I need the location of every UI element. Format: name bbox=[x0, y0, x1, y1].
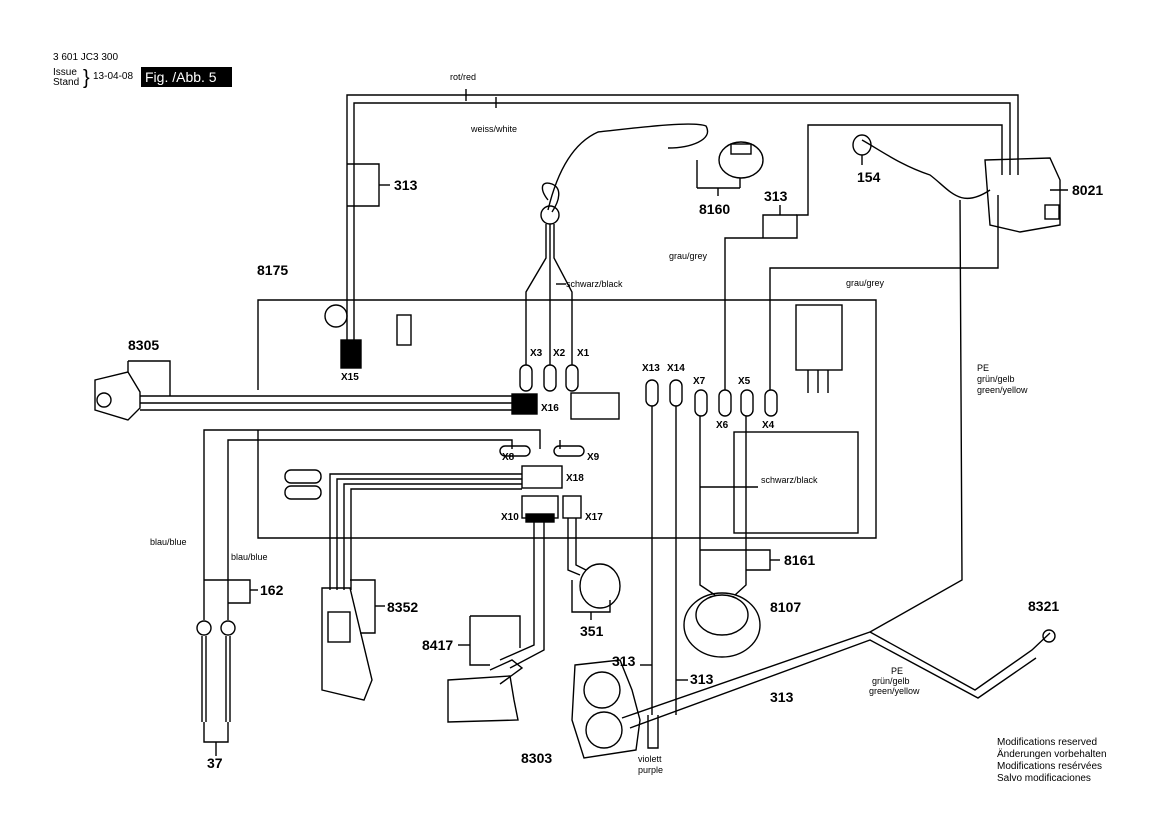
red-wire bbox=[346, 94, 1019, 340]
wire-label-pe: PE bbox=[977, 363, 989, 373]
conn-x16: X16 bbox=[541, 403, 559, 414]
switch-8021 bbox=[984, 157, 1061, 233]
wire-label-blue-1: blau/blue bbox=[150, 537, 187, 547]
note-line: Änderungen vorbehalten bbox=[997, 749, 1107, 760]
part-8352: 8352 bbox=[387, 599, 418, 615]
part-8175: 8175 bbox=[257, 262, 288, 278]
wire-label-green-yellow-2: green/yellow bbox=[869, 686, 920, 696]
wire-label-grey-1: grau/grey bbox=[669, 251, 708, 261]
pe-wire bbox=[869, 199, 963, 633]
part-351: 351 bbox=[580, 623, 604, 639]
part-8160: 8160 bbox=[699, 201, 730, 217]
note-line: Modifications reserved bbox=[997, 737, 1098, 748]
wire-label-grey-2: grau/grey bbox=[846, 278, 885, 288]
control-board-outline bbox=[257, 299, 877, 539]
issue-date: 13-04-08 bbox=[93, 71, 134, 82]
part-313-right: 313 bbox=[764, 188, 788, 204]
conn-x10: X10 bbox=[501, 512, 519, 523]
part-313-top: 313 bbox=[394, 177, 418, 193]
blue-wire-2 bbox=[227, 439, 513, 620]
conn-x17: X17 bbox=[585, 512, 603, 523]
conn-x9: X9 bbox=[587, 452, 600, 463]
conn-x13: X13 bbox=[642, 363, 660, 374]
socket-8303 bbox=[571, 659, 641, 759]
note-line: Salvo modificaciones bbox=[997, 773, 1091, 784]
wire-label-pe-2: PE bbox=[891, 666, 903, 676]
wire-label-violet: violett bbox=[638, 754, 662, 764]
wire-label-black-mid: schwarz/black bbox=[761, 475, 818, 485]
conn-x3: X3 bbox=[530, 348, 543, 359]
grey-wire-2 bbox=[769, 195, 999, 390]
conn-x6: X6 bbox=[716, 420, 729, 431]
grey-wire-1 bbox=[724, 124, 1003, 390]
doc-number: 3 601 JC3 300 bbox=[53, 52, 119, 63]
part-8321: 8321 bbox=[1028, 598, 1059, 614]
thermostat-cable bbox=[547, 123, 709, 211]
wire-label-purple: purple bbox=[638, 765, 663, 775]
figure-label: Fig. /Abb. 5 bbox=[141, 67, 232, 87]
wire-label-white: weiss/white bbox=[470, 124, 517, 134]
part-313-socket-2: 313 bbox=[690, 671, 714, 687]
conn-x7: X7 bbox=[693, 376, 706, 387]
part-8107: 8107 bbox=[770, 599, 801, 615]
conn-x18: X18 bbox=[566, 473, 584, 484]
stand-label: Stand bbox=[53, 77, 80, 88]
part-8305: 8305 bbox=[128, 337, 159, 353]
part-313-socket-1: 313 bbox=[612, 653, 636, 669]
part-8417: 8417 bbox=[422, 637, 453, 653]
pedal-8417 bbox=[447, 675, 519, 723]
part-313-pe: 313 bbox=[770, 689, 794, 705]
connector-8305 bbox=[94, 371, 141, 421]
wire-label-black-top: schwarz/black bbox=[566, 279, 623, 289]
wire-label-blue-2: blau/blue bbox=[231, 552, 268, 562]
wire-label-gruen-gelb-2: grün/gelb bbox=[872, 676, 910, 686]
brace-symbol: } bbox=[83, 67, 90, 89]
white-wire bbox=[353, 102, 1011, 340]
part-8303: 8303 bbox=[521, 750, 552, 766]
part-154: 154 bbox=[857, 169, 881, 185]
part-162: 162 bbox=[260, 582, 284, 598]
conn-x14: X14 bbox=[667, 363, 685, 374]
conn-x8: X8 bbox=[502, 452, 515, 463]
part-37: 37 bbox=[207, 755, 223, 771]
blue-wire-1 bbox=[203, 429, 541, 620]
wire-label-red: rot/red bbox=[450, 72, 476, 82]
motor-8107 bbox=[683, 592, 761, 658]
part-8161: 8161 bbox=[784, 552, 815, 568]
wire-label-green-yellow: green/yellow bbox=[977, 385, 1028, 395]
issue-label: Issue bbox=[53, 67, 77, 78]
conn-x1: X1 bbox=[577, 348, 590, 359]
conn-x2: X2 bbox=[553, 348, 566, 359]
conn-x4: X4 bbox=[762, 420, 775, 431]
conn-x15: X15 bbox=[341, 372, 359, 383]
modifications-notes: Modifications reserved Änderungen vorbeh… bbox=[997, 737, 1107, 785]
part-8021: 8021 bbox=[1072, 182, 1103, 198]
board-8352 bbox=[321, 587, 373, 701]
conn-x5: X5 bbox=[738, 376, 751, 387]
note-line: Modifications resérvées bbox=[997, 761, 1103, 772]
wire-label-gruen-gelb: grün/gelb bbox=[977, 374, 1015, 384]
